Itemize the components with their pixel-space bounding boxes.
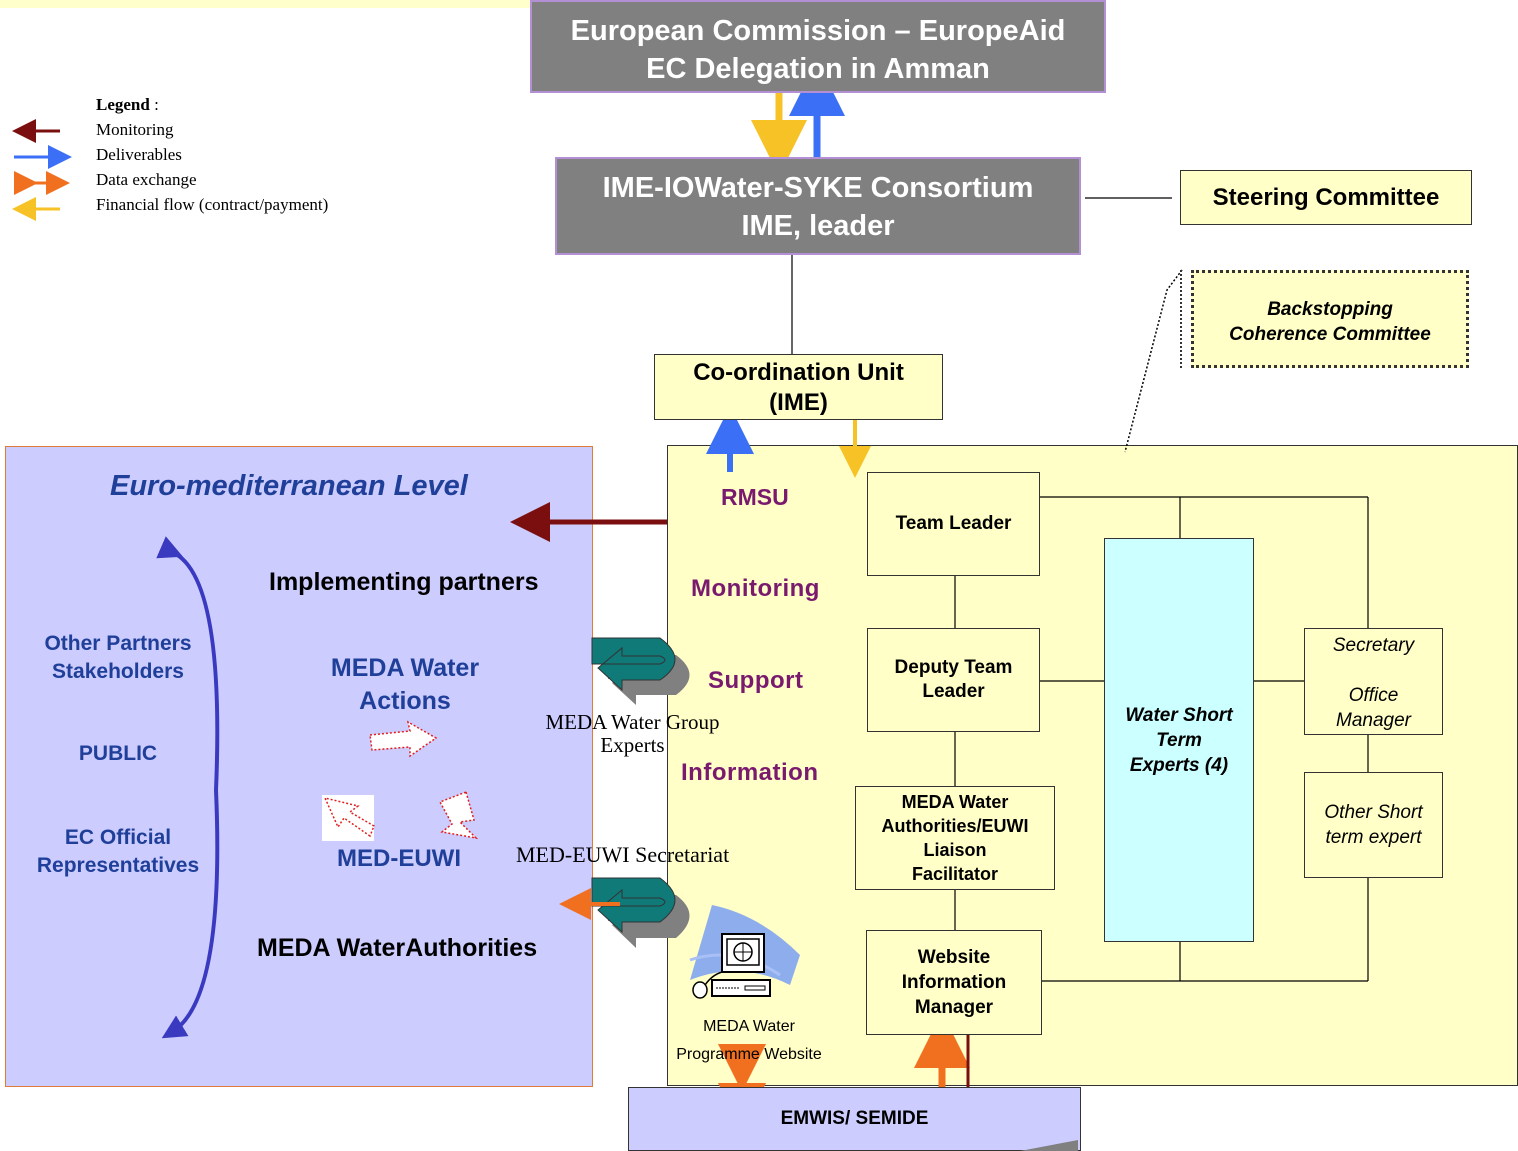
coordination-line1: Co-ordination Unit — [693, 359, 904, 386]
group-experts-label: MEDA Water Group Experts — [520, 711, 745, 757]
cycle-arrow-right — [369, 720, 438, 758]
short-term-line3: Experts (4) — [1129, 754, 1229, 776]
legend-monitoring-label: Monitoring — [96, 120, 174, 139]
u-turn-arrow-group-experts — [591, 637, 690, 705]
header-strip — [0, 0, 873, 8]
website-label: MEDA Water Programme Website — [665, 1013, 833, 1069]
ec-line1: European Commission – EuropeAid — [570, 15, 1066, 47]
other-short-term-expert-box: Other Short term expert — [1304, 772, 1443, 878]
computer-icon — [689, 905, 800, 999]
legend-title: Legend : — [96, 95, 159, 114]
legend-deliverables-label: Deliverables — [96, 145, 182, 164]
other-partners-line1: Other Partners — [44, 632, 192, 655]
u-turn-arrow-secretariat — [591, 877, 690, 948]
website-manager-line2: Information — [901, 972, 1007, 993]
liaison-line1: MEDA Water — [901, 792, 1009, 812]
liaison-line4: Facilitator — [911, 864, 999, 884]
other-partners-line2: Stakeholders — [52, 660, 184, 683]
team-leader-label: Team Leader — [895, 513, 1012, 534]
ec-official-line1: EC Official — [64, 826, 172, 849]
backstopping-line1: Backstopping — [1267, 299, 1393, 320]
short-term-line1: Water Short — [1125, 704, 1233, 726]
consortium-box: IME-IOWater-SYKE Consortium IME, leader — [555, 157, 1081, 255]
cycle-arrow-up — [323, 796, 375, 838]
coordination-line2: (IME) — [769, 389, 828, 416]
steering-committee-box: Steering Committee — [1180, 170, 1472, 225]
other-short-line2: term expert — [1325, 827, 1422, 848]
rmsu-panel — [667, 445, 1518, 1086]
coordination-unit-box: Co-ordination Unit (IME) — [654, 354, 943, 420]
meda-water-authorities: MEDA WaterAuthorities — [257, 934, 538, 962]
website-manager-line1: Website — [917, 947, 991, 968]
steering-committee-label: Steering Committee — [1212, 183, 1440, 211]
public-label: PUBLIC — [78, 742, 158, 765]
team-leader-box: Team Leader — [867, 472, 1040, 576]
deputy-line1: Deputy Team — [894, 657, 1013, 678]
emwis-page-curl — [1020, 1140, 1078, 1151]
office-line1: Office — [1348, 685, 1399, 706]
short-term-line2: Term — [1156, 729, 1202, 751]
ec-line2: EC Delegation in Amman — [646, 53, 990, 85]
actions-line1: MEDA Water — [330, 654, 480, 682]
secretariat-label: MED-EUWI Secretariat — [516, 842, 730, 867]
euro-title: Euro-mediterranean Level — [110, 470, 468, 502]
emwis-semide-box: EMWIS/ SEMIDE — [628, 1087, 1081, 1151]
consortium-line2: IME, leader — [741, 210, 895, 242]
legend-financial-label: Financial flow (contract/payment) — [96, 195, 329, 214]
group-experts-line1: MEDA Water Group — [545, 710, 720, 734]
ec-europeaid-box: European Commission – EuropeAid EC Deleg… — [530, 0, 1106, 93]
backstopping-box: Backstopping Coherence Committee — [1191, 270, 1469, 368]
other-short-line1: Other Short — [1324, 802, 1423, 823]
cycle-arrow-down — [438, 791, 479, 840]
monitoring-label: Monitoring — [691, 575, 820, 602]
liaison-line2: Authorities/EUWI — [881, 816, 1029, 836]
group-experts-line2: Experts — [600, 733, 665, 757]
information-label: Information — [681, 759, 819, 786]
liaison-line3: Liaison — [923, 840, 987, 860]
emwis-label: EMWIS/ SEMIDE — [780, 1108, 929, 1129]
other-partners-label: Other Partners Stakeholders — [20, 630, 216, 686]
actions-line2: Actions — [359, 687, 451, 715]
ec-official-line2: Representatives — [36, 854, 200, 877]
backstopping-line2: Coherence Committee — [1229, 324, 1431, 345]
secretary-office-manager-box: Secretary Office Manager — [1304, 628, 1443, 735]
water-short-term-experts-box: Water Short Term Experts (4) — [1104, 538, 1254, 942]
legend-data-exchange-label: Data exchange — [96, 170, 197, 189]
rmsu-label: RMSU — [721, 484, 789, 510]
ec-official-label: EC Official Representatives — [20, 824, 216, 880]
website-manager-box: Website Information Manager — [866, 930, 1042, 1035]
support-label: Support — [708, 667, 804, 694]
med-euwi-label: MED-EUWI — [337, 845, 461, 872]
website-line1: MEDA Water — [703, 1018, 795, 1035]
euro-mediterranean-panel — [5, 446, 593, 1087]
meda-water-actions: MEDA Water Actions — [300, 652, 510, 718]
website-line2: Programme Website — [676, 1046, 822, 1063]
deputy-line2: Leader — [922, 681, 985, 702]
website-manager-line3: Manager — [914, 997, 994, 1018]
office-line2: Manager — [1336, 710, 1411, 731]
backstopping-bracket — [1180, 270, 1184, 368]
deputy-team-leader-box: Deputy Team Leader — [867, 628, 1040, 732]
consortium-line1: IME-IOWater-SYKE Consortium — [602, 172, 1034, 204]
stakeholder-bracket-arrow — [156, 536, 220, 1039]
implementing-partners: Implementing partners — [269, 568, 539, 596]
secretary-label: Secretary — [1332, 635, 1415, 656]
liaison-facilitator-box: MEDA Water Authorities/EUWI Liaison Faci… — [855, 786, 1055, 890]
